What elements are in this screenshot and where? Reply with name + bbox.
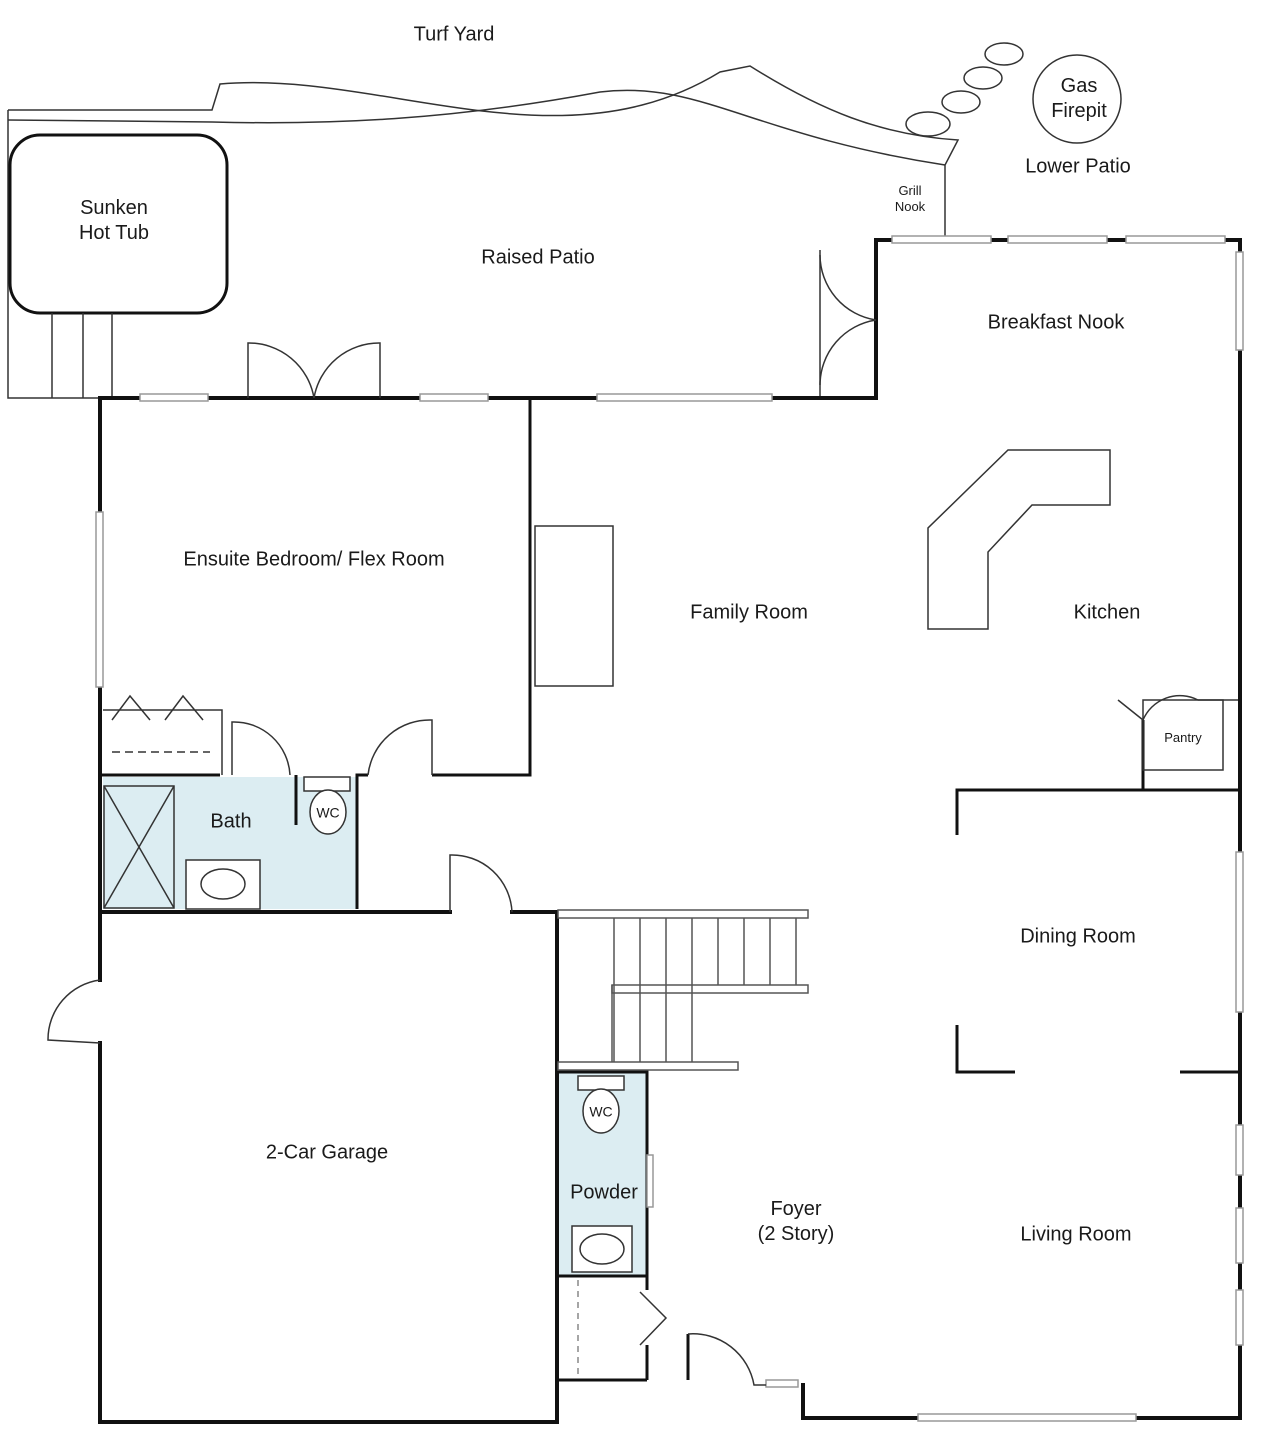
lower-patio-label: Lower Patio	[1025, 155, 1131, 178]
bedroom-closet	[103, 694, 223, 775]
windows	[95, 235, 1244, 1422]
stepping-stones	[905, 42, 1024, 137]
foyer-closet	[557, 1280, 647, 1382]
garage-label: 2-Car Garage	[265, 1141, 389, 1164]
foyer-label: Foyer (2 Story)	[757, 1198, 835, 1245]
pantry-outline	[1142, 699, 1224, 771]
powder-wc-label: WC	[589, 1103, 613, 1120]
gas-firepit-label: Gas Firepit	[1051, 75, 1107, 122]
interior-walls	[100, 398, 1240, 1380]
patio-outline	[7, 65, 960, 399]
living-room-label: Living Room	[1020, 1223, 1132, 1246]
kitchen-island	[927, 449, 1111, 630]
hot-tub-steps	[51, 313, 113, 398]
kitchen-label: Kitchen	[1073, 601, 1141, 624]
powder-label: Powder	[570, 1181, 638, 1204]
shower	[103, 785, 175, 909]
ensuite-bedroom-label: Ensuite Bedroom/ Flex Room	[183, 548, 445, 571]
pantry-label: Pantry	[1164, 729, 1202, 745]
bath-label: Bath	[210, 810, 252, 833]
family-room-builtin	[534, 525, 614, 687]
grill-nook-label: Grill Nook	[894, 182, 926, 214]
firepit-circle	[1032, 54, 1122, 144]
turf-yard-label: Turf Yard	[413, 23, 495, 46]
bath-wc-label: WC	[316, 804, 340, 821]
dining-room-label: Dining Room	[1020, 925, 1136, 948]
toilets	[303, 776, 625, 1134]
family-room-label: Family Room	[690, 601, 808, 624]
hot-tub-outline	[8, 133, 229, 315]
doors	[47, 254, 1238, 1386]
hot-tub-label: Sunken Hot Tub	[78, 197, 150, 244]
breakfast-nook-label: Breakfast Nook	[987, 311, 1125, 334]
sinks	[185, 859, 633, 1273]
raised-patio-label: Raised Patio	[481, 246, 595, 269]
stairs	[557, 909, 809, 1071]
